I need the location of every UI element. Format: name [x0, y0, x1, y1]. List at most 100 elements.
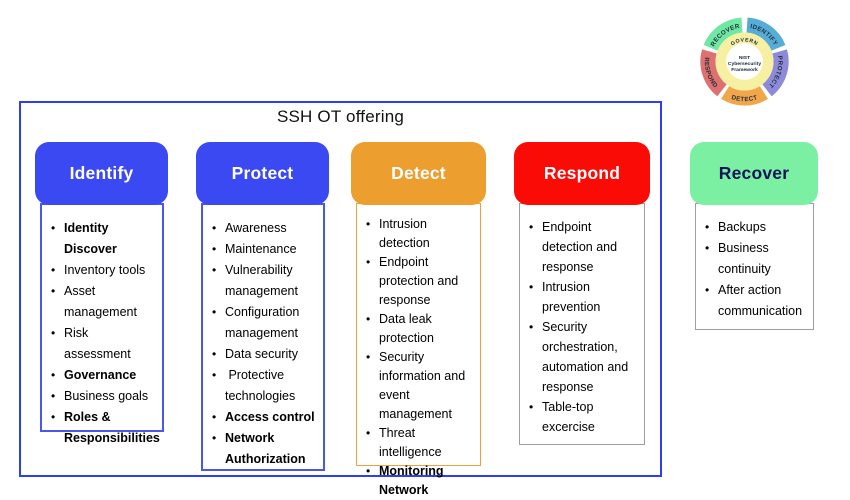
- bullet-icon: •: [51, 389, 56, 403]
- bullet-icon: •: [705, 283, 710, 297]
- list-item: • Risk assessment: [51, 323, 158, 365]
- bullet-icon: •: [212, 347, 217, 361]
- list-item: • Security orchestration, automation and …: [529, 317, 640, 397]
- bullet-icon: •: [212, 431, 217, 445]
- wheel-segment-identify: [746, 17, 786, 52]
- column-body-identify: • Identity Discover • Inventory tools • Ass…: [40, 203, 164, 445]
- bullet-icon: •: [51, 410, 56, 424]
- list-item-text: Table-top excercise: [542, 400, 595, 434]
- bullet-icon: •: [51, 284, 56, 298]
- bullet-icon: •: [51, 326, 56, 340]
- column-body-detect: • Intrusion detection • Endpoint protectio…: [356, 203, 481, 497]
- column-header-detect: Detect: [351, 142, 486, 205]
- wheel-center-line1: NIST: [739, 55, 750, 61]
- bullet-icon: •: [212, 242, 217, 256]
- bullet-icon: •: [529, 280, 534, 294]
- list-item: • Endpoint detection and response: [529, 217, 640, 277]
- list-item-text: Asset management: [64, 284, 137, 319]
- list-item: • Inventory tools: [51, 260, 158, 281]
- list-item-text: Intrusion detection: [379, 217, 430, 250]
- bullet-icon: •: [529, 400, 534, 414]
- list-item: • Intrusion detection: [366, 215, 476, 253]
- list-item-text: Monitoring Network: [379, 464, 444, 497]
- list-item: •Threat intelligence: [366, 424, 476, 462]
- list-item-text: Backups: [718, 220, 766, 234]
- list-item-text: Maintenance: [225, 242, 297, 256]
- bullet-icon: •: [529, 320, 534, 334]
- bullet-icon: •: [529, 220, 534, 234]
- list-item-text: Security orchestration, automation and r…: [542, 320, 629, 394]
- bullet-icon: •: [51, 221, 56, 235]
- ssh-ot-offering-panel: [19, 101, 662, 477]
- list-item-text: Data security: [225, 347, 298, 361]
- list-item: • Intrusion prevention: [529, 277, 640, 317]
- wheel-label-govern: GOVERN: [730, 37, 758, 47]
- list-item: •Vulnerability management: [212, 260, 319, 302]
- column-body-recover: • Backups • Business continuity • After act…: [695, 203, 814, 330]
- list-item: • Data leak protection: [366, 310, 476, 348]
- list-item: • After action communication: [705, 280, 809, 322]
- list-item: • Protective technologies: [212, 365, 319, 407]
- list-item: • Access control: [212, 407, 319, 428]
- list-item: • Network Authorization: [212, 428, 319, 470]
- list-item: • Awareness: [212, 218, 319, 239]
- list-item-text: Security information and event managemen…: [379, 350, 466, 421]
- list-item-text: Roles & Responsibilities: [64, 410, 160, 445]
- list-item-text: Inventory tools: [64, 263, 146, 277]
- list-item-text: Endpoint detection and response: [542, 220, 618, 274]
- bullet-icon: •: [51, 263, 56, 277]
- wheel-center-circle: [726, 43, 763, 80]
- svg-text:GOVERN: GOVERN: [730, 37, 759, 47]
- wheel-segment-respond: [700, 49, 728, 97]
- list-item-text: Business continuity: [718, 241, 771, 276]
- panel-title: SSH OT offering: [276, 107, 405, 126]
- list-item: • Security information and event manageme…: [366, 348, 476, 424]
- list-item: • Roles & Responsibilities: [51, 407, 160, 449]
- wheel-center-line2: Cybersecurity: [728, 61, 761, 67]
- bullet-icon: •: [366, 312, 371, 326]
- bullet-icon: •: [705, 220, 710, 234]
- list-item-text: Configuration management: [225, 305, 300, 340]
- list-item-text: After action communication: [718, 283, 803, 318]
- list-item-text: Access control: [225, 410, 315, 424]
- column-header-recover: Recover: [690, 142, 818, 205]
- wheel-segment-detect: [721, 85, 768, 106]
- bullet-icon: •: [51, 368, 56, 382]
- column-header-respond: Respond: [514, 142, 650, 205]
- column-body-respond: • Endpoint detection and response • Intrus…: [519, 203, 645, 445]
- list-item: • Asset management: [51, 281, 158, 323]
- list-item: • Endpoint protection and response: [366, 253, 476, 310]
- list-item-text: Network Authorization: [225, 431, 306, 466]
- list-item: • Table-top excercise: [529, 397, 640, 437]
- wheel-label-detect: DETECT: [731, 94, 758, 103]
- list-item: • Monitoring Network: [366, 462, 476, 500]
- list-item-text: Risk assessment: [64, 326, 131, 361]
- list-item-text: Identity Discover: [64, 221, 117, 256]
- wheel-segment-protect: [761, 49, 789, 97]
- list-item: • Business continuity: [705, 238, 809, 280]
- wheel-segment-recover: [703, 17, 743, 52]
- bullet-icon: •: [212, 263, 217, 277]
- list-item-text: Business goals: [64, 389, 149, 403]
- bullet-icon: •: [212, 305, 217, 319]
- svg-text:DETECT: DETECT: [731, 94, 759, 103]
- list-item-text: Data leak protection: [379, 312, 434, 345]
- wheel-center-line3: Framework: [731, 67, 758, 73]
- bullet-icon: •: [212, 410, 217, 424]
- list-item-text: Intrusion prevention: [542, 280, 601, 314]
- list-item: • Configuration management: [212, 302, 319, 344]
- wheel-govern-ring: [715, 32, 774, 91]
- list-item-text: Endpoint protection and response: [379, 255, 459, 307]
- list-item-text: Protective technologies: [225, 368, 296, 403]
- bullet-icon: •: [366, 464, 371, 478]
- bullet-icon: •: [366, 217, 371, 231]
- column-header-identify: Identify: [35, 142, 168, 205]
- bullet-icon: •: [366, 350, 371, 364]
- bullet-icon: •: [705, 241, 710, 255]
- bullet-icon: •: [212, 368, 217, 382]
- bullet-icon: •: [366, 255, 371, 269]
- list-item-text: Awareness: [225, 221, 287, 235]
- bullet-icon: •: [366, 426, 371, 440]
- list-item: • Data security: [212, 344, 319, 365]
- bullet-icon: •: [212, 221, 217, 235]
